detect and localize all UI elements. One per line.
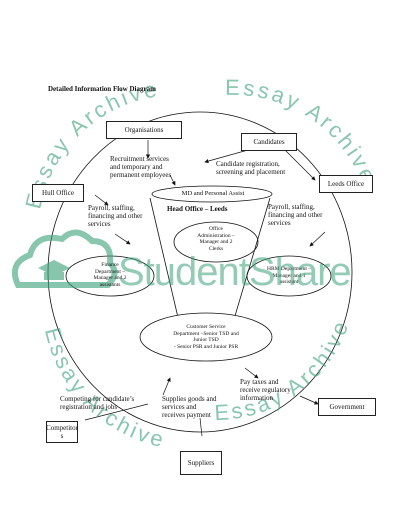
studentshare-watermark: StudentShare — [118, 250, 352, 294]
customer-service-ellipse — [139, 312, 273, 362]
competing-label: Competing for candidate’s registration a… — [60, 395, 135, 411]
pay-taxes-label: Pay taxes and receive regulatory informa… — [240, 378, 291, 402]
hrm-ellipse — [246, 255, 332, 297]
leeds-office-box: Leeds Office — [319, 175, 373, 193]
competitors-line2: s — [60, 432, 64, 440]
hull-office-box: Hull Office — [32, 184, 84, 202]
md-ellipse — [151, 185, 273, 203]
suppliers-box: Suppliers — [180, 451, 222, 475]
diagram-title: Detailed Information Flow Diagram — [48, 85, 156, 93]
payroll-left-label: Payroll, staffing, financing and other s… — [88, 204, 143, 228]
hrm-text: HRM Department – Manager and 1 assistant — [267, 266, 311, 285]
head-office-label: Head Office – Leeds — [167, 205, 228, 213]
recruitment-label: Recruitment services and temporary and p… — [110, 155, 172, 179]
md-label: MD and Personal Assist — [181, 190, 245, 197]
office-admin-text: Office Administration – Manager and 2 Cl… — [197, 226, 235, 252]
organisations-box: Organisations — [106, 121, 182, 139]
government-box: Government — [318, 398, 376, 416]
competitors-line1: Competitor — [46, 424, 78, 432]
candidates-box: Candidates — [241, 133, 297, 151]
candidate-registration-label: Candidate registration, screening and pl… — [216, 160, 286, 176]
cloud-logo-icon — [12, 229, 118, 288]
office-admin-ellipse — [173, 221, 259, 263]
customer-service-text: Customer Service Department –Senior TSD … — [173, 324, 239, 350]
payroll-right-label: Payroll, staffing, financing and other s… — [268, 203, 323, 227]
supplies-label: Supplies goods and services and receives… — [162, 395, 217, 419]
competitors-box: Competitor s — [46, 421, 78, 443]
finance-text: Finance Department – Manager and 2 assis… — [93, 262, 127, 288]
